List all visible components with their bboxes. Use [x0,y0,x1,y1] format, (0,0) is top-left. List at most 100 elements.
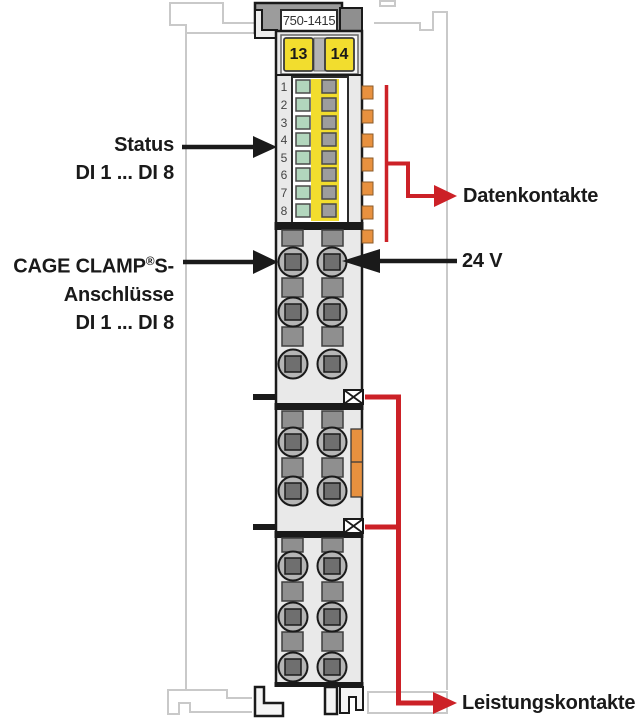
status-arrow-head [253,136,277,158]
led-indicator [295,167,311,182]
clamp-row [277,475,348,507]
black-annotation-arrows [182,136,457,274]
led-channel-number: 7 [280,186,288,200]
clamp-actuator [323,253,341,271]
left-neighbor-foot-step [186,689,252,699]
data-contacts-label: Datenkontakte [463,185,599,207]
left-power-jumper-stub [253,394,277,400]
cage-clamp-label-line3: DI 1 ... DI 8 [75,311,174,334]
led-channel-number: 4 [280,133,288,147]
supply-24v-label: 24 V [462,250,503,272]
clamp-actuator [284,658,302,676]
clamp-actuator [323,303,341,321]
data-contact [361,85,374,100]
latch-body [350,428,364,498]
power-jumper-bottom-icon [343,518,364,534]
clamp-actuator [284,433,302,451]
led-indicator [321,79,337,94]
right-neighbor-outline [374,11,448,690]
power-contacts-label: Leistungskontakte [462,692,636,714]
led-indicator [321,132,337,147]
module-bottom-edge [274,682,364,687]
square-opening [321,631,344,652]
square-opening [281,581,304,602]
clamp-actuator [284,557,302,575]
led-channel-number: 2 [280,98,288,112]
clamp-row [277,426,348,458]
left-neighbor-foot-outline [167,689,252,715]
clamp-actuator [284,355,302,373]
clamp-row [277,550,348,582]
clamp-row [277,246,348,278]
led-channel-number: 3 [280,116,288,130]
clamp-actuator [323,482,341,500]
led-channel-number: 5 [280,151,288,165]
clamp-actuator [323,433,341,451]
power-terminal-13-label: 13 [289,46,308,63]
square-opening [321,537,344,553]
clamp-row [277,651,348,683]
data-contact [361,181,374,196]
clamp-row [277,296,348,328]
io-module [253,1,374,718]
led-indicator [295,150,311,165]
status-label: Status DI 1 ... DI 8 [75,131,174,187]
square-opening [281,326,304,347]
power-jumper-top-icon [343,389,364,405]
data-contact [361,205,374,220]
jumper-x-line [343,389,364,405]
square-opening [281,410,304,429]
status-leds-green [295,79,311,218]
left-power-jumper-stub [253,524,277,530]
power-terminal-center [313,37,326,72]
supply-24v-arrow-head [342,249,380,273]
clamp-actuator [284,482,302,500]
power-contacts-arrow [433,692,457,714]
left-neighbor-outline [169,2,256,690]
led-indicator [321,97,337,112]
cage-clamp-label-line2: Anschlüsse [63,283,174,306]
power-terminal-14-label: 14 [330,46,349,63]
right-neighbor-top-tab [379,0,396,7]
square-opening [321,457,344,478]
clamp-row [277,348,348,380]
clamp-actuator [284,608,302,626]
square-opening [281,537,304,553]
square-opening [281,229,304,247]
module-foot-left [253,685,285,718]
red-annotation-lines [365,85,457,714]
clamp-actuator [323,355,341,373]
model-number-label: 750-1415 [282,13,336,28]
clamp-actuator [323,608,341,626]
cage-clamp-label: CAGE CLAMP®S- Anschlüsse DI 1 ... DI 8 [13,247,174,337]
data-contacts-branch [386,161,434,198]
square-opening [321,581,344,602]
data-contact [361,109,374,124]
led-indicator [321,203,337,218]
jumper-x-line [343,518,364,534]
data-contacts [361,85,374,244]
wire-entry-openings [281,229,344,652]
module-foot-middle [323,685,339,716]
led-indicator [295,132,311,147]
led-indicator [295,185,311,200]
square-opening [281,277,304,298]
status-leds-gray [321,79,337,218]
separator-band [274,403,364,410]
led-indicator [295,97,311,112]
led-indicator [295,115,311,130]
orange-latch [350,428,364,498]
status-label-line2: DI 1 ... DI 8 [75,162,174,184]
power-terminal-14-pad [324,37,355,72]
square-opening [321,229,344,247]
clamp-actuator [284,253,302,271]
square-opening [321,277,344,298]
adjacent-module-outlines [167,0,448,715]
led-channel-number: 8 [280,204,288,218]
power-terminal-13-pad [283,37,314,72]
square-opening [281,631,304,652]
clamp-actuator [323,557,341,575]
data-contacts-arrow [434,185,457,207]
